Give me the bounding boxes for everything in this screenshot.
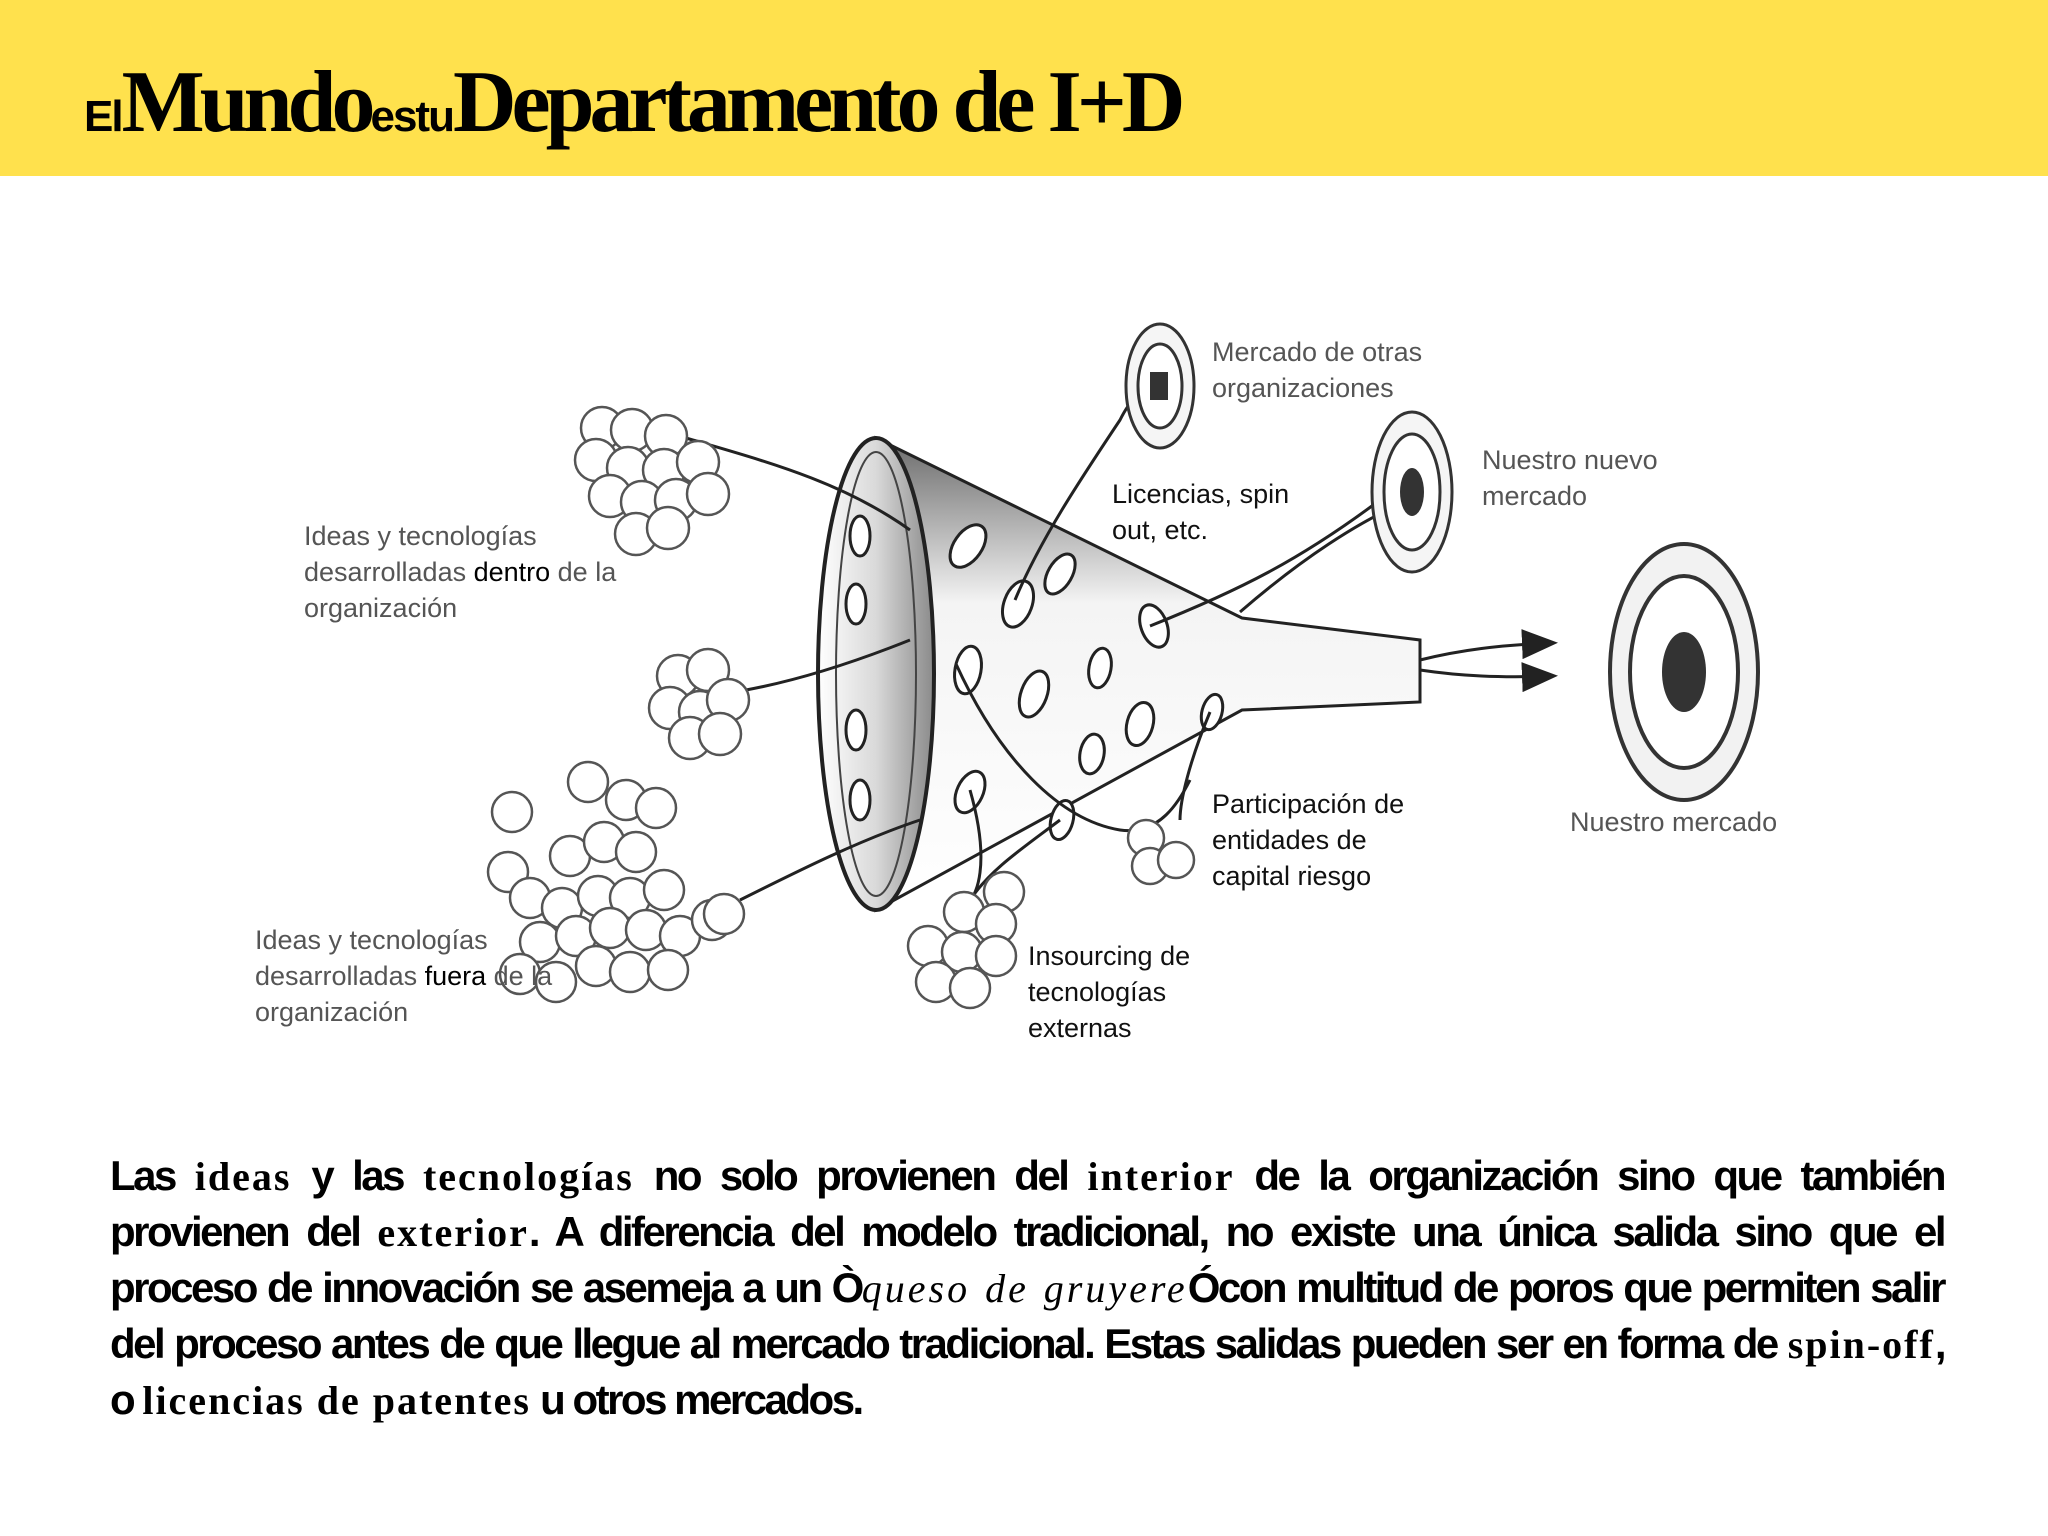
italic-run: queso de gruyere	[861, 1266, 1188, 1311]
text-run: Ò	[831, 1264, 865, 1311]
label-text: de la organización	[255, 961, 553, 1027]
text-run: no solo provienen del	[633, 1152, 1088, 1199]
title-bar: El Mundo es tu Departamento de I+D	[0, 0, 2048, 176]
label-new-market: Nuestro nuevo mercado	[1482, 445, 1658, 511]
text-run: y las	[291, 1152, 423, 1199]
label-ideas-outside: Ideas y tecnologías desarrolladas fuera …	[255, 922, 552, 1030]
ideas-cluster-outside	[486, 760, 746, 1004]
ideas-cluster-inside	[573, 405, 751, 761]
text-run: Las	[110, 1152, 195, 1199]
insourcing-cluster	[906, 870, 1026, 1010]
funnel-pores	[844, 514, 1225, 842]
label-text: de la organización	[304, 557, 617, 623]
emphasis-run: licencias de patentes	[142, 1378, 531, 1423]
label-venture-capital: Participación de entidades de capital ri…	[1212, 789, 1405, 891]
funnel-mouth	[816, 436, 936, 912]
text-run: Ó	[1187, 1264, 1221, 1311]
our-market-target	[1608, 542, 1760, 802]
title-part: Departamento de I+D	[452, 54, 1185, 151]
output-arrow	[1419, 629, 1558, 662]
text-run: con multitud de poros que permiten salir…	[110, 1264, 1947, 1367]
title-part: tu	[415, 92, 455, 141]
label-emphasis: fuera	[424, 961, 487, 991]
page-title: El Mundo es tu Departamento de I+D	[84, 52, 1185, 152]
description-paragraph: Las ideas y las tecnologías no solo prov…	[110, 1148, 1947, 1428]
label-text: Ideas y tecnologías desarrolladas	[255, 925, 488, 991]
text-run: de la organización sino que también prov…	[110, 1152, 1947, 1255]
label-licenses: Licencias, spin out, etc.	[1112, 479, 1290, 545]
new-market-target	[1370, 410, 1454, 574]
title-part: El	[84, 92, 124, 141]
other-markets-target	[1124, 322, 1196, 450]
text-run: u otros mercados.	[530, 1376, 864, 1423]
emphasis-run: spin-off	[1787, 1322, 1935, 1367]
emphasis-run: ideas	[194, 1154, 292, 1199]
emphasis-run: exterior	[377, 1210, 529, 1255]
emphasis-run: tecnologías	[422, 1154, 634, 1199]
label-other-markets: Mercado de otras organizaciones	[1212, 337, 1423, 403]
output-arrow	[1419, 662, 1558, 693]
label-insourcing: Insourcing de tecnologías externas	[1028, 941, 1191, 1043]
label-text: Ideas y tecnologías desarrolladas	[304, 521, 537, 587]
emphasis-run: interior	[1087, 1154, 1235, 1199]
label-ideas-inside: Ideas y tecnologías desarrolladas dentro…	[304, 518, 616, 626]
venture-capital-cluster	[1126, 818, 1196, 886]
title-part: es	[370, 92, 417, 141]
text-run: . A diferencia del modelo tradicional, n…	[110, 1208, 1947, 1311]
label-our-market: Nuestro mercado	[1570, 807, 1778, 837]
label-emphasis: dentro	[473, 557, 551, 587]
title-part: Mundo	[121, 54, 376, 151]
text-run: , o	[110, 1320, 1947, 1423]
